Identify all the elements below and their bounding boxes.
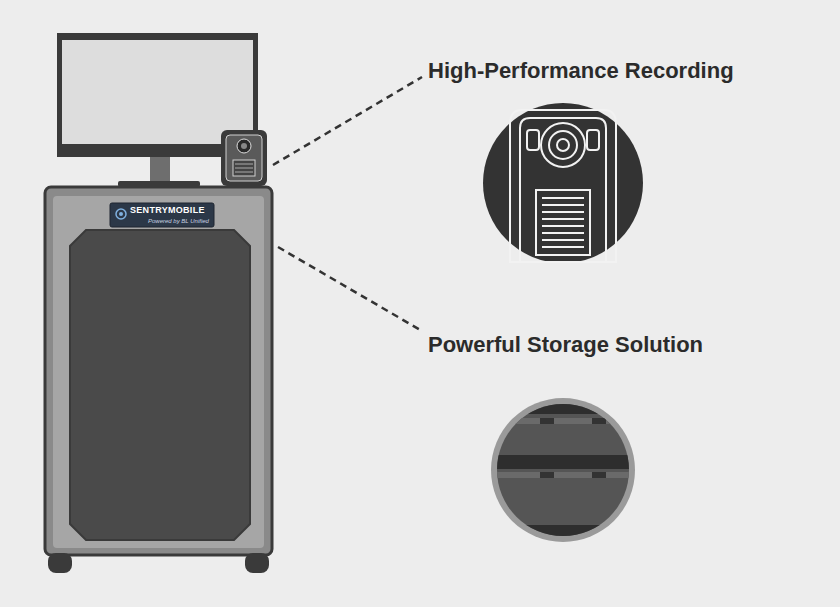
brand-logo: SENTRYMOBILE: [130, 205, 205, 215]
grille-rib: [542, 225, 584, 227]
grille-rib: [542, 211, 584, 213]
grille-rib: [542, 218, 584, 220]
grille-rib: [542, 204, 584, 206]
grille-rib: [542, 246, 584, 248]
grille-rib: [542, 232, 584, 234]
callout-title: Powerful Storage Solution: [428, 332, 703, 358]
callout-title: High-Performance Recording: [428, 58, 734, 84]
grille-rib: [542, 197, 584, 199]
grille-rib: [542, 239, 584, 241]
brand-tagline: Powered by BL Unified: [148, 218, 209, 224]
